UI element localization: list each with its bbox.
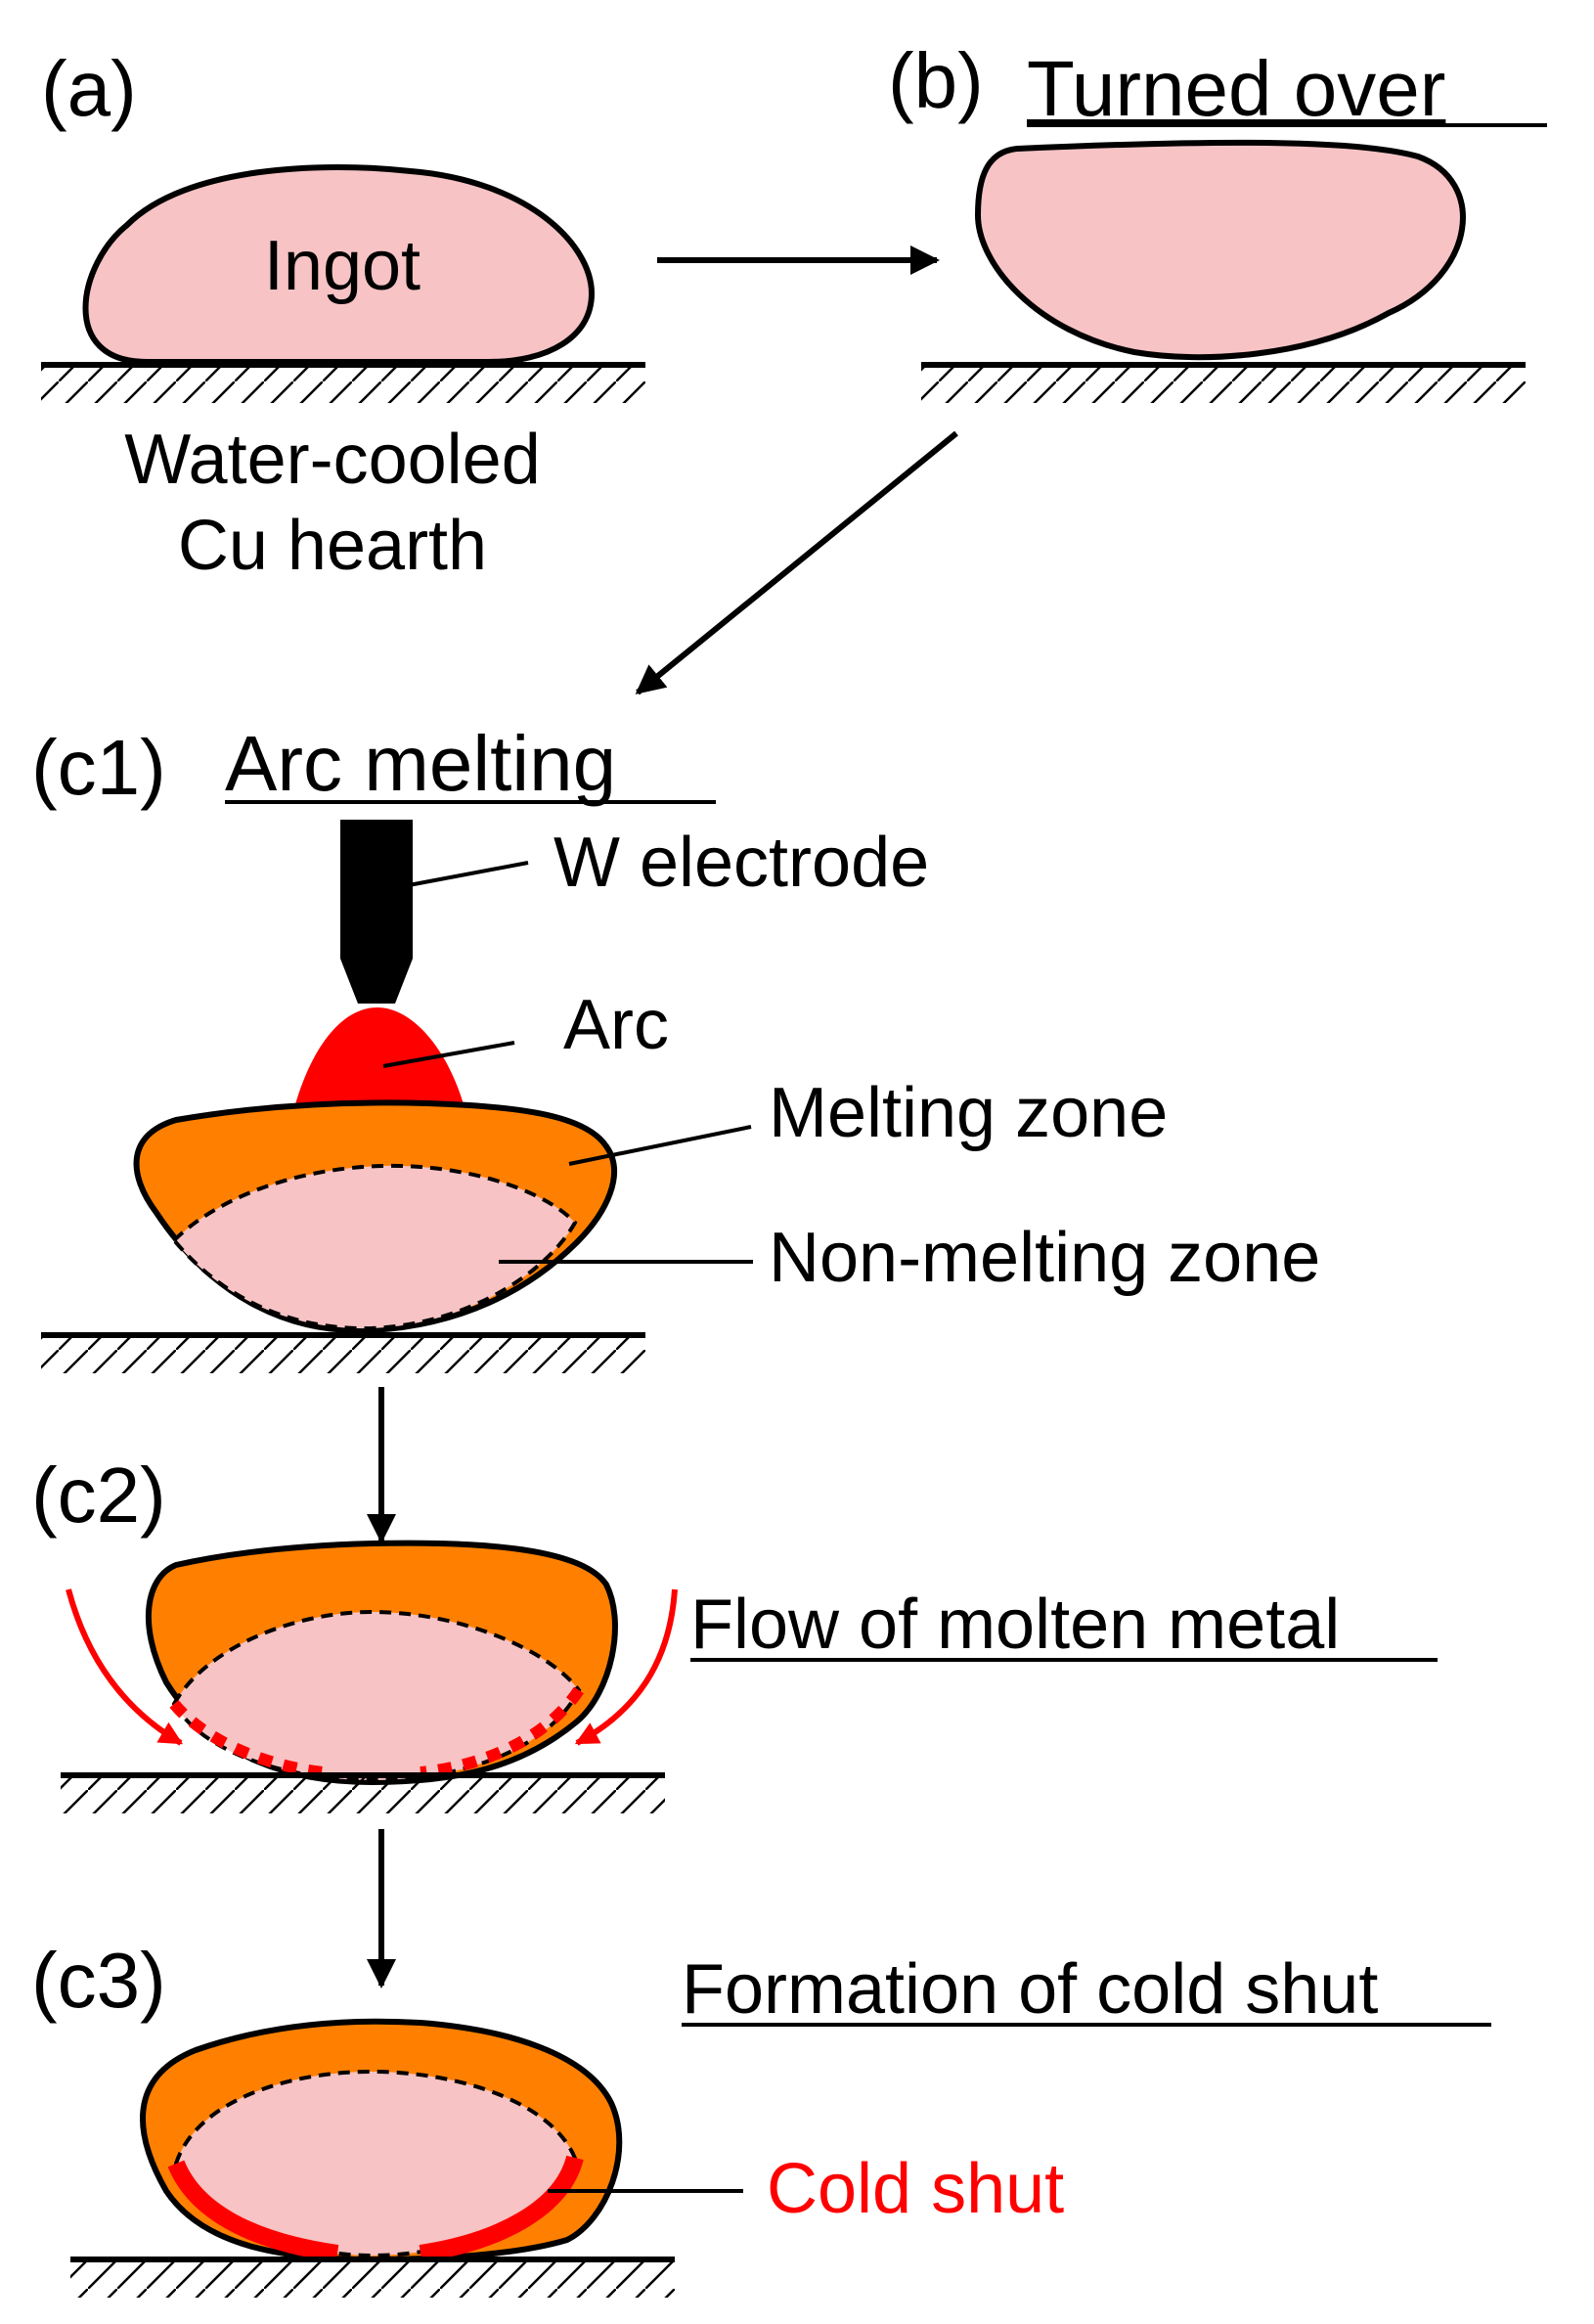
non-melting-zone-c1 — [171, 1163, 578, 1331]
panel-a: (a) Ingot Water-cooled Cu hearth — [41, 45, 645, 585]
arc-leader — [382, 1041, 515, 1068]
melting-zone-leader — [568, 1125, 752, 1166]
panel-c3: (c3) Formation of cold shut Cold shut — [31, 1937, 1491, 2298]
panel-c3-title: Formation of cold shut — [682, 1950, 1378, 2029]
hearth-label-line2: Cu hearth — [178, 507, 487, 585]
hearth-hatch-c3 — [70, 2262, 675, 2298]
arc — [293, 1007, 465, 1111]
ingot-b-turned-over — [974, 139, 1466, 361]
cold-shut-label: Cold shut — [767, 2150, 1064, 2228]
w-electrode — [340, 820, 413, 1004]
hearth-hatch-b — [921, 368, 1526, 403]
hearth-hatch-c2 — [61, 1778, 665, 1813]
melting-zone-label: Melting zone — [769, 1074, 1168, 1152]
panel-c2-title: Flow of molten metal — [690, 1586, 1340, 1664]
non-melting-zone-c3 — [173, 2069, 580, 2258]
arrow-b-to-c1 — [635, 430, 958, 695]
panel-c3-tag: (c3) — [31, 1937, 166, 2024]
panel-c2: (c2) Flow of molten metal — [31, 1452, 1438, 1813]
panel-b-title: Turned over — [1027, 45, 1445, 132]
non-melting-zone-label: Non-melting zone — [769, 1219, 1320, 1297]
flow-front-right — [420, 1686, 584, 1778]
cold-shut-right — [419, 2155, 584, 2262]
flow-arrow-right — [574, 1588, 678, 1746]
cold-shut-left — [167, 2160, 339, 2262]
panel-c1-tag: (c1) — [31, 724, 166, 811]
hearth-label-line1: Water-cooled — [124, 421, 541, 499]
flow-front-left — [169, 1700, 324, 1778]
panel-b: (b) Turned over — [888, 37, 1547, 403]
electrode-label: W electrode — [553, 824, 929, 902]
panel-b-tag: (b) — [888, 37, 984, 124]
panel-c2-tag: (c2) — [31, 1452, 166, 1539]
arc-label: Arc — [563, 986, 669, 1064]
panel-a-tag: (a) — [41, 45, 137, 132]
hearth-hatch-c1 — [41, 1338, 645, 1373]
flow-arrow-left — [66, 1588, 184, 1746]
ingot-a — [82, 163, 596, 365]
panel-c1-title: Arc melting — [225, 720, 616, 807]
hearth-hatch-a — [41, 368, 645, 403]
electrode-leader — [408, 861, 529, 887]
ingot-label: Ingot — [264, 227, 421, 305]
panel-c1: (c1) Arc melting W electrode Arc Melting… — [31, 720, 1320, 1373]
